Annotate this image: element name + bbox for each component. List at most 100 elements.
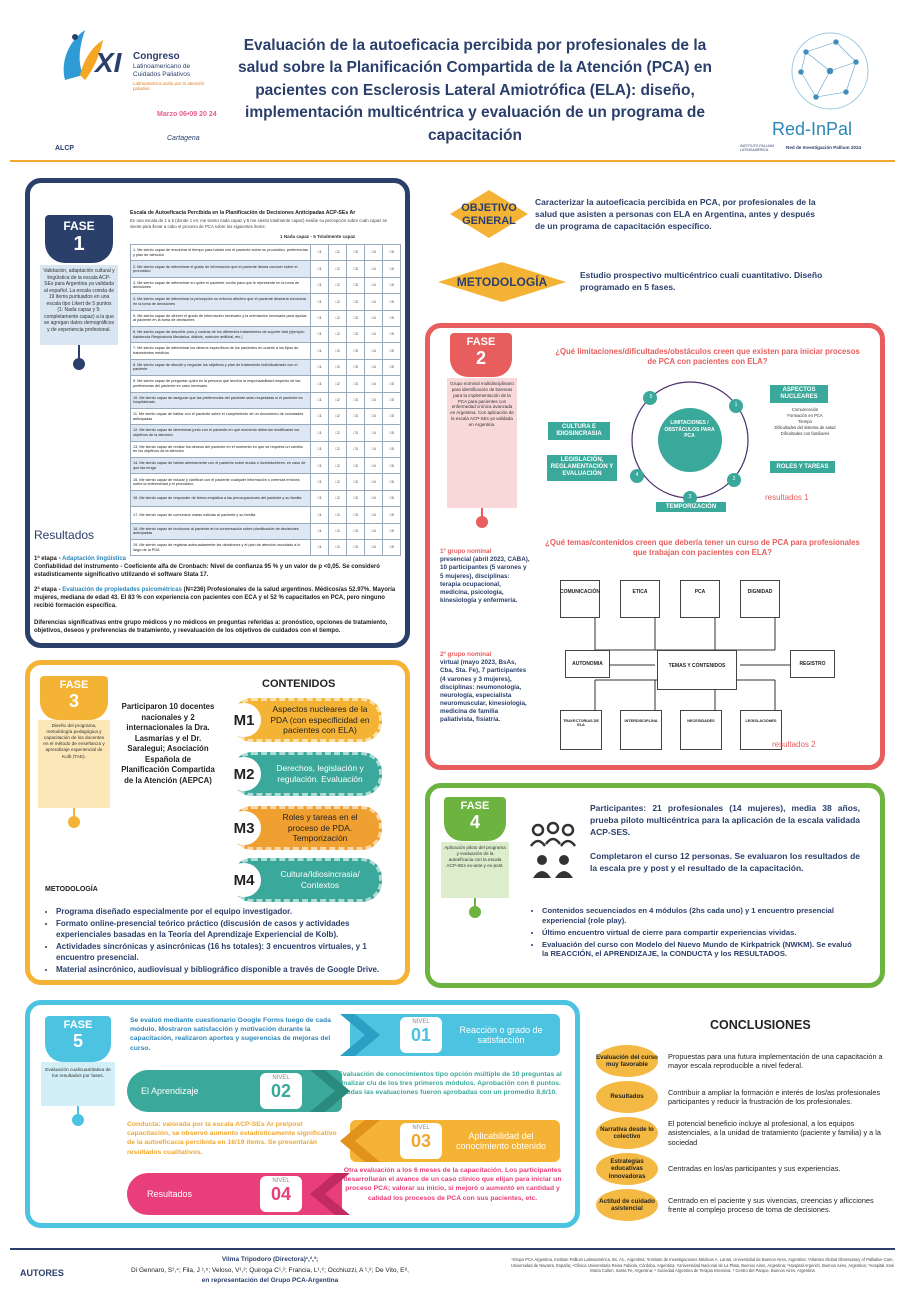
scale-option[interactable]: □4 (364, 243, 383, 262)
scale-option[interactable]: □3 (346, 522, 365, 541)
scale-option[interactable]: □5 (382, 407, 401, 426)
scale-option[interactable]: □3 (346, 375, 365, 393)
scale-option[interactable]: □3 (346, 358, 365, 377)
scale-option[interactable]: □3 (346, 424, 365, 442)
scale-option[interactable]: □4 (364, 457, 383, 475)
scale-option[interactable]: □1 (310, 243, 329, 262)
scale-option[interactable]: □4 (364, 375, 383, 393)
scale-option[interactable]: □3 (346, 391, 365, 409)
scale-option[interactable]: □3 (346, 309, 365, 327)
scale-option[interactable]: □1 (310, 506, 329, 524)
scale-option[interactable]: □5 (382, 424, 401, 442)
scale-option[interactable]: □4 (364, 424, 383, 442)
scale-option[interactable]: □5 (382, 375, 401, 393)
scale-option[interactable]: □4 (364, 342, 383, 360)
scale-option[interactable]: □4 (364, 506, 383, 524)
scale-option[interactable]: □2 (328, 325, 347, 344)
scale-option[interactable]: □1 (310, 342, 329, 360)
scale-option[interactable]: □1 (310, 358, 329, 377)
scale-option[interactable]: □1 (310, 473, 329, 491)
scale-option[interactable]: □2 (328, 391, 347, 409)
scale-option[interactable]: □5 (382, 391, 401, 409)
scale-option[interactable]: □3 (346, 260, 365, 278)
scale-option[interactable]: □4 (364, 276, 383, 295)
scale-option[interactable]: □4 (364, 539, 383, 557)
scale-option[interactable]: □1 (310, 539, 329, 557)
scale-option[interactable]: □1 (310, 260, 329, 278)
scale-option[interactable]: □4 (364, 358, 383, 377)
scale-option[interactable]: □4 (364, 473, 383, 491)
scale-option[interactable]: □2 (328, 276, 347, 295)
scale-option[interactable]: □5 (382, 457, 401, 475)
scale-option[interactable]: □1 (310, 407, 329, 426)
scale-option[interactable]: □3 (346, 506, 365, 524)
scale-option[interactable]: □1 (310, 424, 329, 442)
scale-option[interactable]: □2 (328, 473, 347, 491)
fase4-desc: Aplicación piloto del programa y evaluac… (441, 842, 509, 898)
scale-option[interactable]: □5 (382, 260, 401, 278)
bullet-item: Material asincrónico, audiovisual y bibl… (56, 965, 399, 975)
scale-option[interactable]: □5 (382, 342, 401, 360)
scale-option[interactable]: □3 (346, 325, 365, 344)
scale-option[interactable]: □5 (382, 276, 401, 295)
scale-option[interactable]: □1 (310, 489, 329, 508)
scale-option[interactable]: □4 (364, 489, 383, 508)
scale-option[interactable]: □2 (328, 539, 347, 557)
scale-option[interactable]: □2 (328, 342, 347, 360)
scale-option[interactable]: □3 (346, 539, 365, 557)
scale-option[interactable]: □1 (310, 325, 329, 344)
scale-option[interactable]: □4 (364, 407, 383, 426)
scale-option[interactable]: □1 (310, 440, 329, 459)
scale-option[interactable]: □5 (382, 473, 401, 491)
scale-option[interactable]: □1 (310, 276, 329, 295)
scale-option[interactable]: □3 (346, 293, 365, 311)
scale-option[interactable]: □5 (382, 243, 401, 262)
scale-option[interactable]: □3 (346, 440, 365, 459)
scale-option[interactable]: □2 (328, 293, 347, 311)
scale-option[interactable]: □1 (310, 309, 329, 327)
scale-option[interactable]: □4 (364, 391, 383, 409)
scale-option[interactable]: □2 (328, 506, 347, 524)
scale-option[interactable]: □5 (382, 539, 401, 557)
scale-option[interactable]: □2 (328, 407, 347, 426)
scale-option[interactable]: □2 (328, 440, 347, 459)
scale-option[interactable]: □3 (346, 243, 365, 262)
fase1-tab: FASE 1 (45, 215, 113, 263)
scale-option[interactable]: □1 (310, 391, 329, 409)
scale-option[interactable]: □2 (328, 358, 347, 377)
scale-option[interactable]: □5 (382, 293, 401, 311)
scale-option[interactable]: □4 (364, 440, 383, 459)
scale-option[interactable]: □5 (382, 325, 401, 344)
scale-option[interactable]: □4 (364, 309, 383, 327)
scale-option[interactable]: □1 (310, 293, 329, 311)
scale-option[interactable]: □4 (364, 325, 383, 344)
scale-option[interactable]: □5 (382, 358, 401, 377)
scale-option[interactable]: □2 (328, 522, 347, 541)
scale-option[interactable]: □1 (310, 457, 329, 475)
scale-option[interactable]: □2 (328, 243, 347, 262)
scale-option[interactable]: □2 (328, 375, 347, 393)
scale-option[interactable]: □4 (364, 522, 383, 541)
scale-option[interactable]: □5 (382, 309, 401, 327)
scale-option[interactable]: □3 (346, 473, 365, 491)
scale-option[interactable]: □3 (346, 276, 365, 295)
scale-option[interactable]: □4 (364, 293, 383, 311)
scale-option[interactable]: □3 (346, 342, 365, 360)
scale-option[interactable]: □3 (346, 407, 365, 426)
scale-option[interactable]: □2 (328, 424, 347, 442)
scale-option[interactable]: □3 (346, 489, 365, 508)
scale-option[interactable]: □2 (328, 457, 347, 475)
scale-option[interactable]: □5 (382, 489, 401, 508)
scale-option[interactable]: □3 (346, 457, 365, 475)
scale-option[interactable]: □2 (328, 260, 347, 278)
scale-option[interactable]: □5 (382, 440, 401, 459)
scale-option[interactable]: □5 (382, 522, 401, 541)
scale-option[interactable]: □5 (382, 506, 401, 524)
scale-option[interactable]: □1 (310, 522, 329, 541)
scale-option[interactable]: □2 (328, 309, 347, 327)
scale-option[interactable]: □1 (310, 375, 329, 393)
scale-option[interactable]: □4 (364, 260, 383, 278)
scale-option[interactable]: □2 (328, 489, 347, 508)
